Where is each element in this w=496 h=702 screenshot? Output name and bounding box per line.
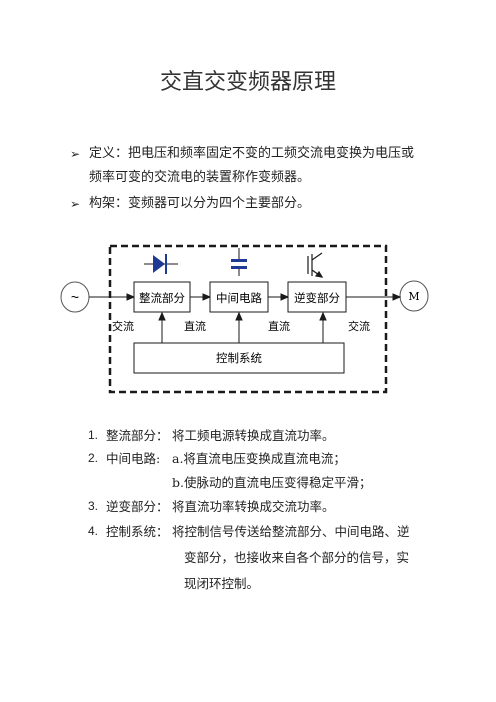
bullet-line: 构架：变频器可以分为四个主要部分。 bbox=[89, 196, 311, 211]
control-arrows bbox=[158, 311, 327, 343]
inverter-block-diagram: ~ M 整流部分 中间电路 逆变部分 bbox=[60, 244, 429, 394]
list-text: b.使脉动的直流电压变得稳定平滑； bbox=[172, 475, 372, 490]
page-title: 交直交变频器原理 bbox=[159, 70, 336, 95]
list-text: 将直流功率转换成交流功率。 bbox=[172, 499, 335, 514]
list-number: 3. bbox=[88, 499, 99, 513]
inverter-block bbox=[287, 281, 347, 313]
intermediate-circuit-label: 中间电路 bbox=[216, 291, 262, 305]
list-number: 1. bbox=[88, 428, 99, 442]
label-ac-in: 交流 bbox=[112, 319, 134, 333]
diode-icon bbox=[144, 254, 178, 274]
label-ac-out: 交流 bbox=[348, 319, 370, 333]
list-label: 控制系统： bbox=[106, 524, 169, 539]
ac-source-icon: ~ bbox=[60, 281, 90, 313]
label-dc-2: 直流 bbox=[268, 319, 290, 333]
motor-icon: M bbox=[399, 280, 429, 312]
rectifier-block bbox=[133, 281, 191, 313]
transistor-icon bbox=[307, 252, 324, 278]
control-system-block bbox=[133, 342, 345, 374]
inverter-label: 逆变部分 bbox=[294, 291, 340, 305]
list-label: 整流部分： bbox=[106, 428, 169, 443]
list-text: a.将直流电压变换成直流电流； bbox=[172, 451, 346, 466]
ac-source-symbol: ~ bbox=[71, 289, 79, 305]
arrow-bullet-icon: ➢ bbox=[70, 197, 81, 211]
list-number: 2. bbox=[88, 451, 99, 465]
list-label: 中间电路: bbox=[106, 451, 161, 466]
label-dc-1: 直流 bbox=[184, 319, 206, 333]
rectifier-label: 整流部分 bbox=[139, 291, 185, 305]
dashed-enclosure bbox=[108, 244, 388, 394]
list-text: 将工频电源转换成直流功率。 bbox=[172, 428, 335, 443]
list-number: 4. bbox=[88, 524, 99, 538]
intermediate-circuit-block bbox=[209, 281, 269, 313]
arrow-bullet-icon: ➢ bbox=[70, 147, 81, 161]
control-system-label: 控制系统 bbox=[216, 351, 262, 365]
list-text: 现闭环控制。 bbox=[184, 576, 260, 591]
list-text: 将控制信号传送给整流部分、中间电路、逆 bbox=[172, 524, 410, 539]
list-label: 逆变部分： bbox=[106, 499, 169, 514]
list-text: 变部分，也接收来自各个部分的信号，实 bbox=[184, 550, 410, 565]
signal-arrows bbox=[89, 293, 402, 301]
bullet-line: 频率可变的交流电的装置称作变频器。 bbox=[89, 170, 311, 185]
capacitor-icon bbox=[231, 248, 247, 276]
motor-symbol: M bbox=[408, 290, 419, 303]
bullet-line: 定义：把电压和频率固定不变的工频交流电变换为电压或 bbox=[89, 146, 415, 161]
